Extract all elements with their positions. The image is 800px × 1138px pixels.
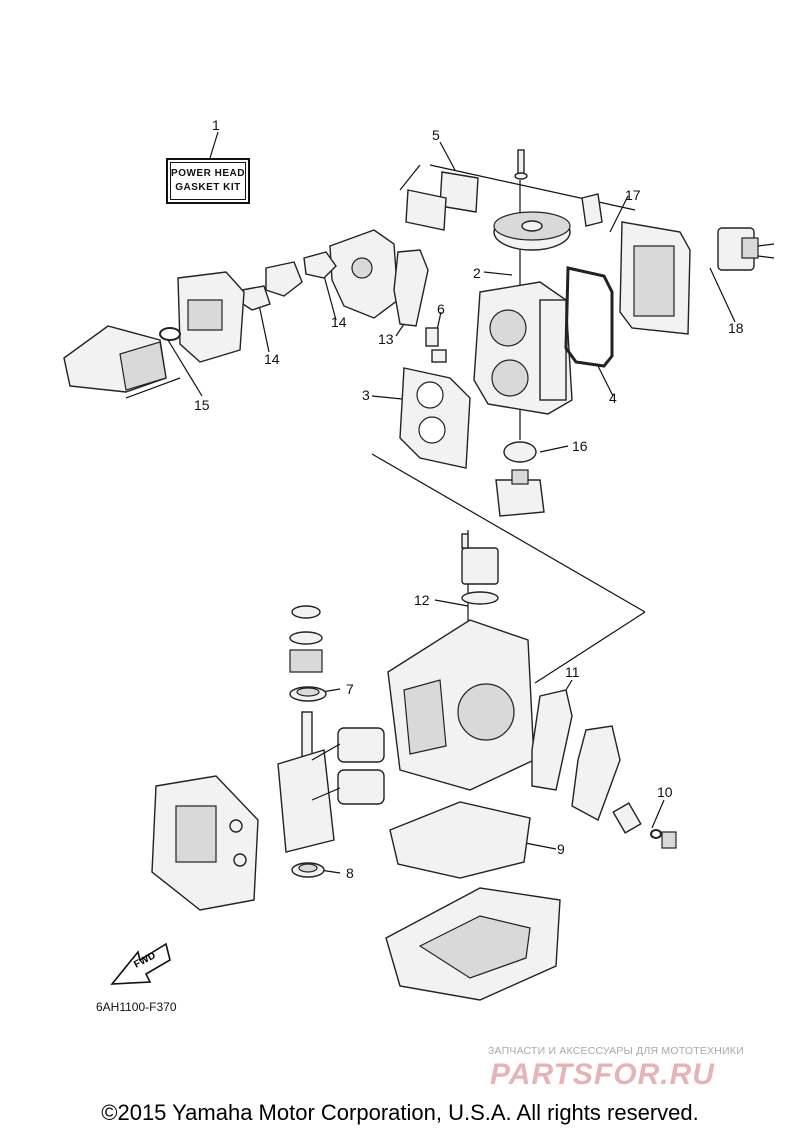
exhaust-cover [571,725,677,849]
thermostat-cover [495,441,545,517]
cylinder-head [473,281,573,415]
callout-6: 6 [437,301,445,317]
gasket-kit-label: POWER HEAD GASKET KIT [166,158,250,204]
callout-8: 8 [346,865,354,881]
parts: FWD [63,149,775,1001]
callout-14b: 14 [331,314,347,330]
fuel-pump [717,227,775,271]
cover-seal-ring [564,266,614,368]
kit-label-line1: POWER HEAD [171,168,245,179]
callout-13: 13 [378,331,394,347]
silencer [63,325,181,399]
head-gasket [399,367,471,469]
callout-14a: 14 [264,351,280,367]
exhaust-cover-gasket [531,689,573,791]
callout-16: 16 [572,438,588,454]
callout-18: 18 [728,320,744,336]
callout-9: 9 [557,841,565,857]
diagram-code: 6AH1100-F370 [96,1000,177,1014]
callout-7: 7 [346,681,354,697]
carburetor [177,261,303,363]
crank-seals [289,605,327,702]
manifold-gasket [393,249,429,327]
fwd-arrow: FWD [110,942,171,985]
callout-10: 10 [657,784,673,800]
callout-17: 17 [625,187,641,203]
oil-pump [461,533,499,605]
callout-12: 12 [414,592,430,608]
o-ring-15 [159,327,181,341]
exhaust-guide [385,887,561,1001]
cylinder-block [387,619,535,791]
watermark-logo: PARTSFOR.RU [490,1058,715,1091]
callout-15: 15 [194,397,210,413]
carb-gasket-1 [303,251,337,279]
watermark-tagline: ЗАПЧАСТИ И АКСЕССУАРЫ ДЛЯ МОТОТЕХНИКИ [488,1045,744,1057]
callout-4: 4 [609,390,617,406]
check-valve [425,327,447,363]
copyright-notice: ©2015 Yamaha Motor Corporation, U.S.A. A… [101,1100,699,1125]
lower-oil-seal [291,862,325,878]
base-gasket [389,801,531,879]
timing-gear [493,149,571,251]
callout-2: 2 [473,265,481,281]
callout-3: 3 [362,387,370,403]
callout-numbers: 1 2 3 4 5 6 7 8 9 10 11 12 13 14 14 15 1… [194,117,744,881]
crankcase [151,775,259,911]
callout-5: 5 [432,127,440,143]
crankshaft [277,711,385,853]
head-cover [581,193,691,335]
breather-cover [405,171,479,231]
callout-1: 1 [212,117,220,133]
callout-11: 11 [565,664,580,680]
kit-label-line2: GASKET KIT [175,182,241,193]
intake-manifold [329,229,399,319]
